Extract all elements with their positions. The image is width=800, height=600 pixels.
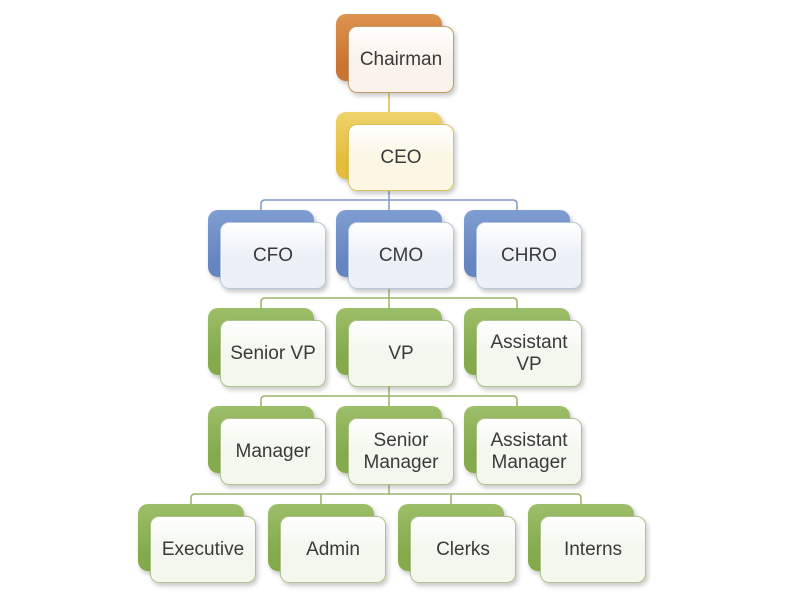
- org-node-assistant-manager[interactable]: Assistant Manager: [464, 406, 582, 485]
- node-label: Executive: [161, 538, 245, 560]
- org-node-ceo[interactable]: CEO: [336, 112, 454, 191]
- node-front-card: Clerks: [410, 516, 516, 583]
- node-front-card: CMO: [348, 222, 454, 289]
- node-front-card: Assistant Manager: [476, 418, 582, 485]
- connector-senior-manager: [190, 481, 582, 507]
- node-front-card: Senior VP: [220, 320, 326, 387]
- org-node-interns[interactable]: Interns: [528, 504, 646, 583]
- node-label: VP: [388, 342, 414, 364]
- connector-vp: [260, 383, 518, 409]
- org-node-manager[interactable]: Manager: [208, 406, 326, 485]
- node-label: Senior Manager: [363, 430, 439, 473]
- org-node-senior-manager[interactable]: Senior Manager: [336, 406, 454, 485]
- org-node-clerks[interactable]: Clerks: [398, 504, 516, 583]
- node-label: Chairman: [359, 48, 443, 70]
- node-front-card: Chairman: [348, 26, 454, 93]
- node-label: CFO: [252, 244, 294, 266]
- node-label: Senior VP: [230, 342, 316, 364]
- node-front-card: Manager: [220, 418, 326, 485]
- node-label: CHRO: [501, 244, 557, 266]
- node-front-card: Executive: [150, 516, 256, 583]
- org-node-chro[interactable]: CHRO: [464, 210, 582, 289]
- node-label: Manager: [235, 440, 311, 462]
- org-node-admin[interactable]: Admin: [268, 504, 386, 583]
- org-node-cmo[interactable]: CMO: [336, 210, 454, 289]
- org-node-vp[interactable]: VP: [336, 308, 454, 387]
- connector-cmo: [260, 285, 518, 311]
- node-label: Admin: [306, 538, 360, 560]
- node-front-card: Admin: [280, 516, 386, 583]
- node-label: Assistant Manager: [490, 430, 568, 473]
- node-label: CMO: [378, 244, 424, 266]
- node-front-card: VP: [348, 320, 454, 387]
- node-front-card: Interns: [540, 516, 646, 583]
- node-label: Clerks: [436, 538, 490, 560]
- node-label: CEO: [380, 146, 422, 168]
- node-front-card: Assistant VP: [476, 320, 582, 387]
- org-node-cfo[interactable]: CFO: [208, 210, 326, 289]
- org-node-executive[interactable]: Executive: [138, 504, 256, 583]
- node-label: Assistant VP: [490, 332, 568, 375]
- node-front-card: CFO: [220, 222, 326, 289]
- node-front-card: CEO: [348, 124, 454, 191]
- connector-ceo: [260, 187, 518, 213]
- node-front-card: CHRO: [476, 222, 582, 289]
- node-front-card: Senior Manager: [348, 418, 454, 485]
- org-node-senior-vp[interactable]: Senior VP: [208, 308, 326, 387]
- node-label: Interns: [563, 538, 623, 560]
- org-node-assistant-vp[interactable]: Assistant VP: [464, 308, 582, 387]
- org-node-chairman[interactable]: Chairman: [336, 14, 454, 93]
